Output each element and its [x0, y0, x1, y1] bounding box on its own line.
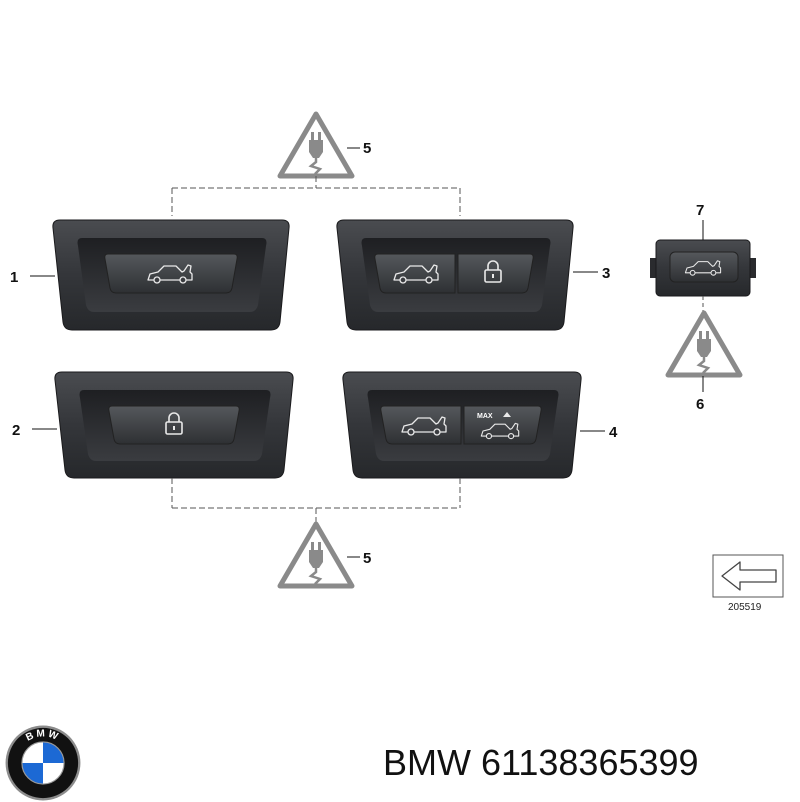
lock-button[interactable] [108, 405, 240, 445]
svg-text:BMW: BMW [24, 728, 61, 743]
trunk-button[interactable] [104, 253, 238, 294]
trunk-button[interactable] [380, 405, 462, 445]
up-triangle-icon [503, 412, 511, 417]
callout-3: 3 [602, 265, 610, 282]
switch-part-7 [650, 239, 756, 297]
esd-warning-icon [280, 114, 352, 176]
bracket-bottom [171, 478, 461, 524]
callout-5-bottom: 5 [363, 550, 371, 567]
switch-part-1 [52, 219, 290, 331]
bmw-logo-text: BMW [24, 728, 59, 743]
switch-part-3 [336, 219, 574, 331]
callout-5-top: 5 [363, 140, 371, 157]
brand-name: BMW [383, 742, 471, 783]
callout-4: 4 [609, 424, 618, 441]
lock-button[interactable] [457, 253, 534, 294]
callout-7: 7 [696, 202, 704, 219]
bracket-top [171, 176, 461, 216]
max-opening-button[interactable]: MAX [463, 405, 542, 445]
callout-1: 1 [10, 269, 18, 286]
esd-warning-icon [280, 524, 352, 586]
switch-part-2 [54, 371, 294, 479]
esd-warning-icon [668, 313, 740, 375]
max-label: MAX [477, 413, 493, 420]
part-caption: BMW 61138365399 [383, 738, 793, 788]
part-number: 61138365399 [481, 742, 699, 783]
arrow-left-icon [721, 561, 777, 591]
callout-6: 6 [696, 396, 704, 413]
callout-2: 2 [12, 422, 20, 439]
trunk-button[interactable] [374, 253, 456, 294]
switch-part-4: MAX [342, 371, 582, 479]
bmw-logo: BMW [5, 725, 81, 801]
reference-number: 205519 [728, 602, 762, 613]
reference-box [712, 554, 784, 598]
trunk-button[interactable] [669, 251, 739, 283]
